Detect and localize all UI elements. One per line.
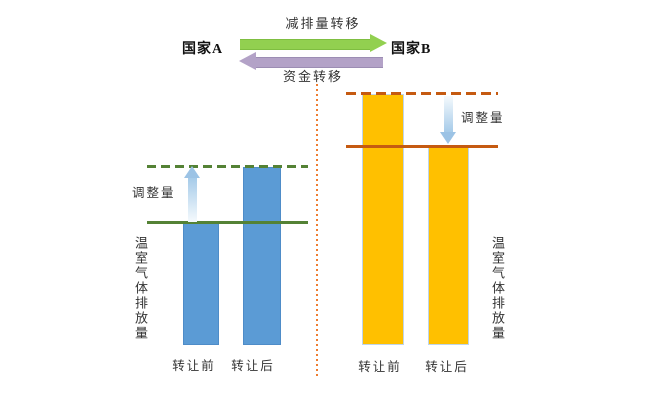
country-a-dashed-level-line — [147, 165, 308, 168]
country-a-axis-label: 温室气体排放量 — [133, 236, 148, 341]
up-arrow-shaft — [188, 178, 197, 222]
left-arrow-shaft — [256, 57, 383, 68]
country-b-bar-before — [362, 94, 404, 345]
country-a-label: 国家A — [182, 42, 224, 57]
divider-dotted-line — [316, 84, 318, 376]
emission-transfer-label: 减排量转移 — [285, 16, 361, 31]
country-b-after-label: 转让后 — [425, 360, 469, 374]
right-arrow-shaft — [240, 39, 371, 50]
country-a-bar-before — [183, 222, 219, 345]
down-arrow-shaft — [444, 96, 453, 132]
country-b-bar-after — [428, 146, 469, 345]
up-arrow-icon — [184, 166, 200, 178]
country-a-solid-level-line — [147, 221, 308, 224]
left-arrow-head-icon — [239, 52, 256, 70]
country-b-solid-level-line — [346, 145, 498, 148]
country-b-adjustment-label: 调整量 — [461, 111, 505, 125]
fund-transfer-label: 资金转移 — [282, 69, 343, 84]
country-a-adjustment-label: 调整量 — [132, 186, 176, 200]
down-arrow-icon — [440, 132, 456, 144]
country-a-before-label: 转让前 — [172, 359, 216, 373]
country-b-axis-label: 温室气体排放量 — [490, 236, 505, 341]
right-arrow-head-icon — [370, 34, 387, 52]
country-b-label: 国家B — [391, 42, 432, 57]
country-a-after-label: 转让后 — [231, 359, 275, 373]
country-b-dashed-level-line — [346, 92, 498, 95]
country-a-bar-after — [243, 167, 281, 345]
country-b-before-label: 转让前 — [358, 360, 402, 374]
